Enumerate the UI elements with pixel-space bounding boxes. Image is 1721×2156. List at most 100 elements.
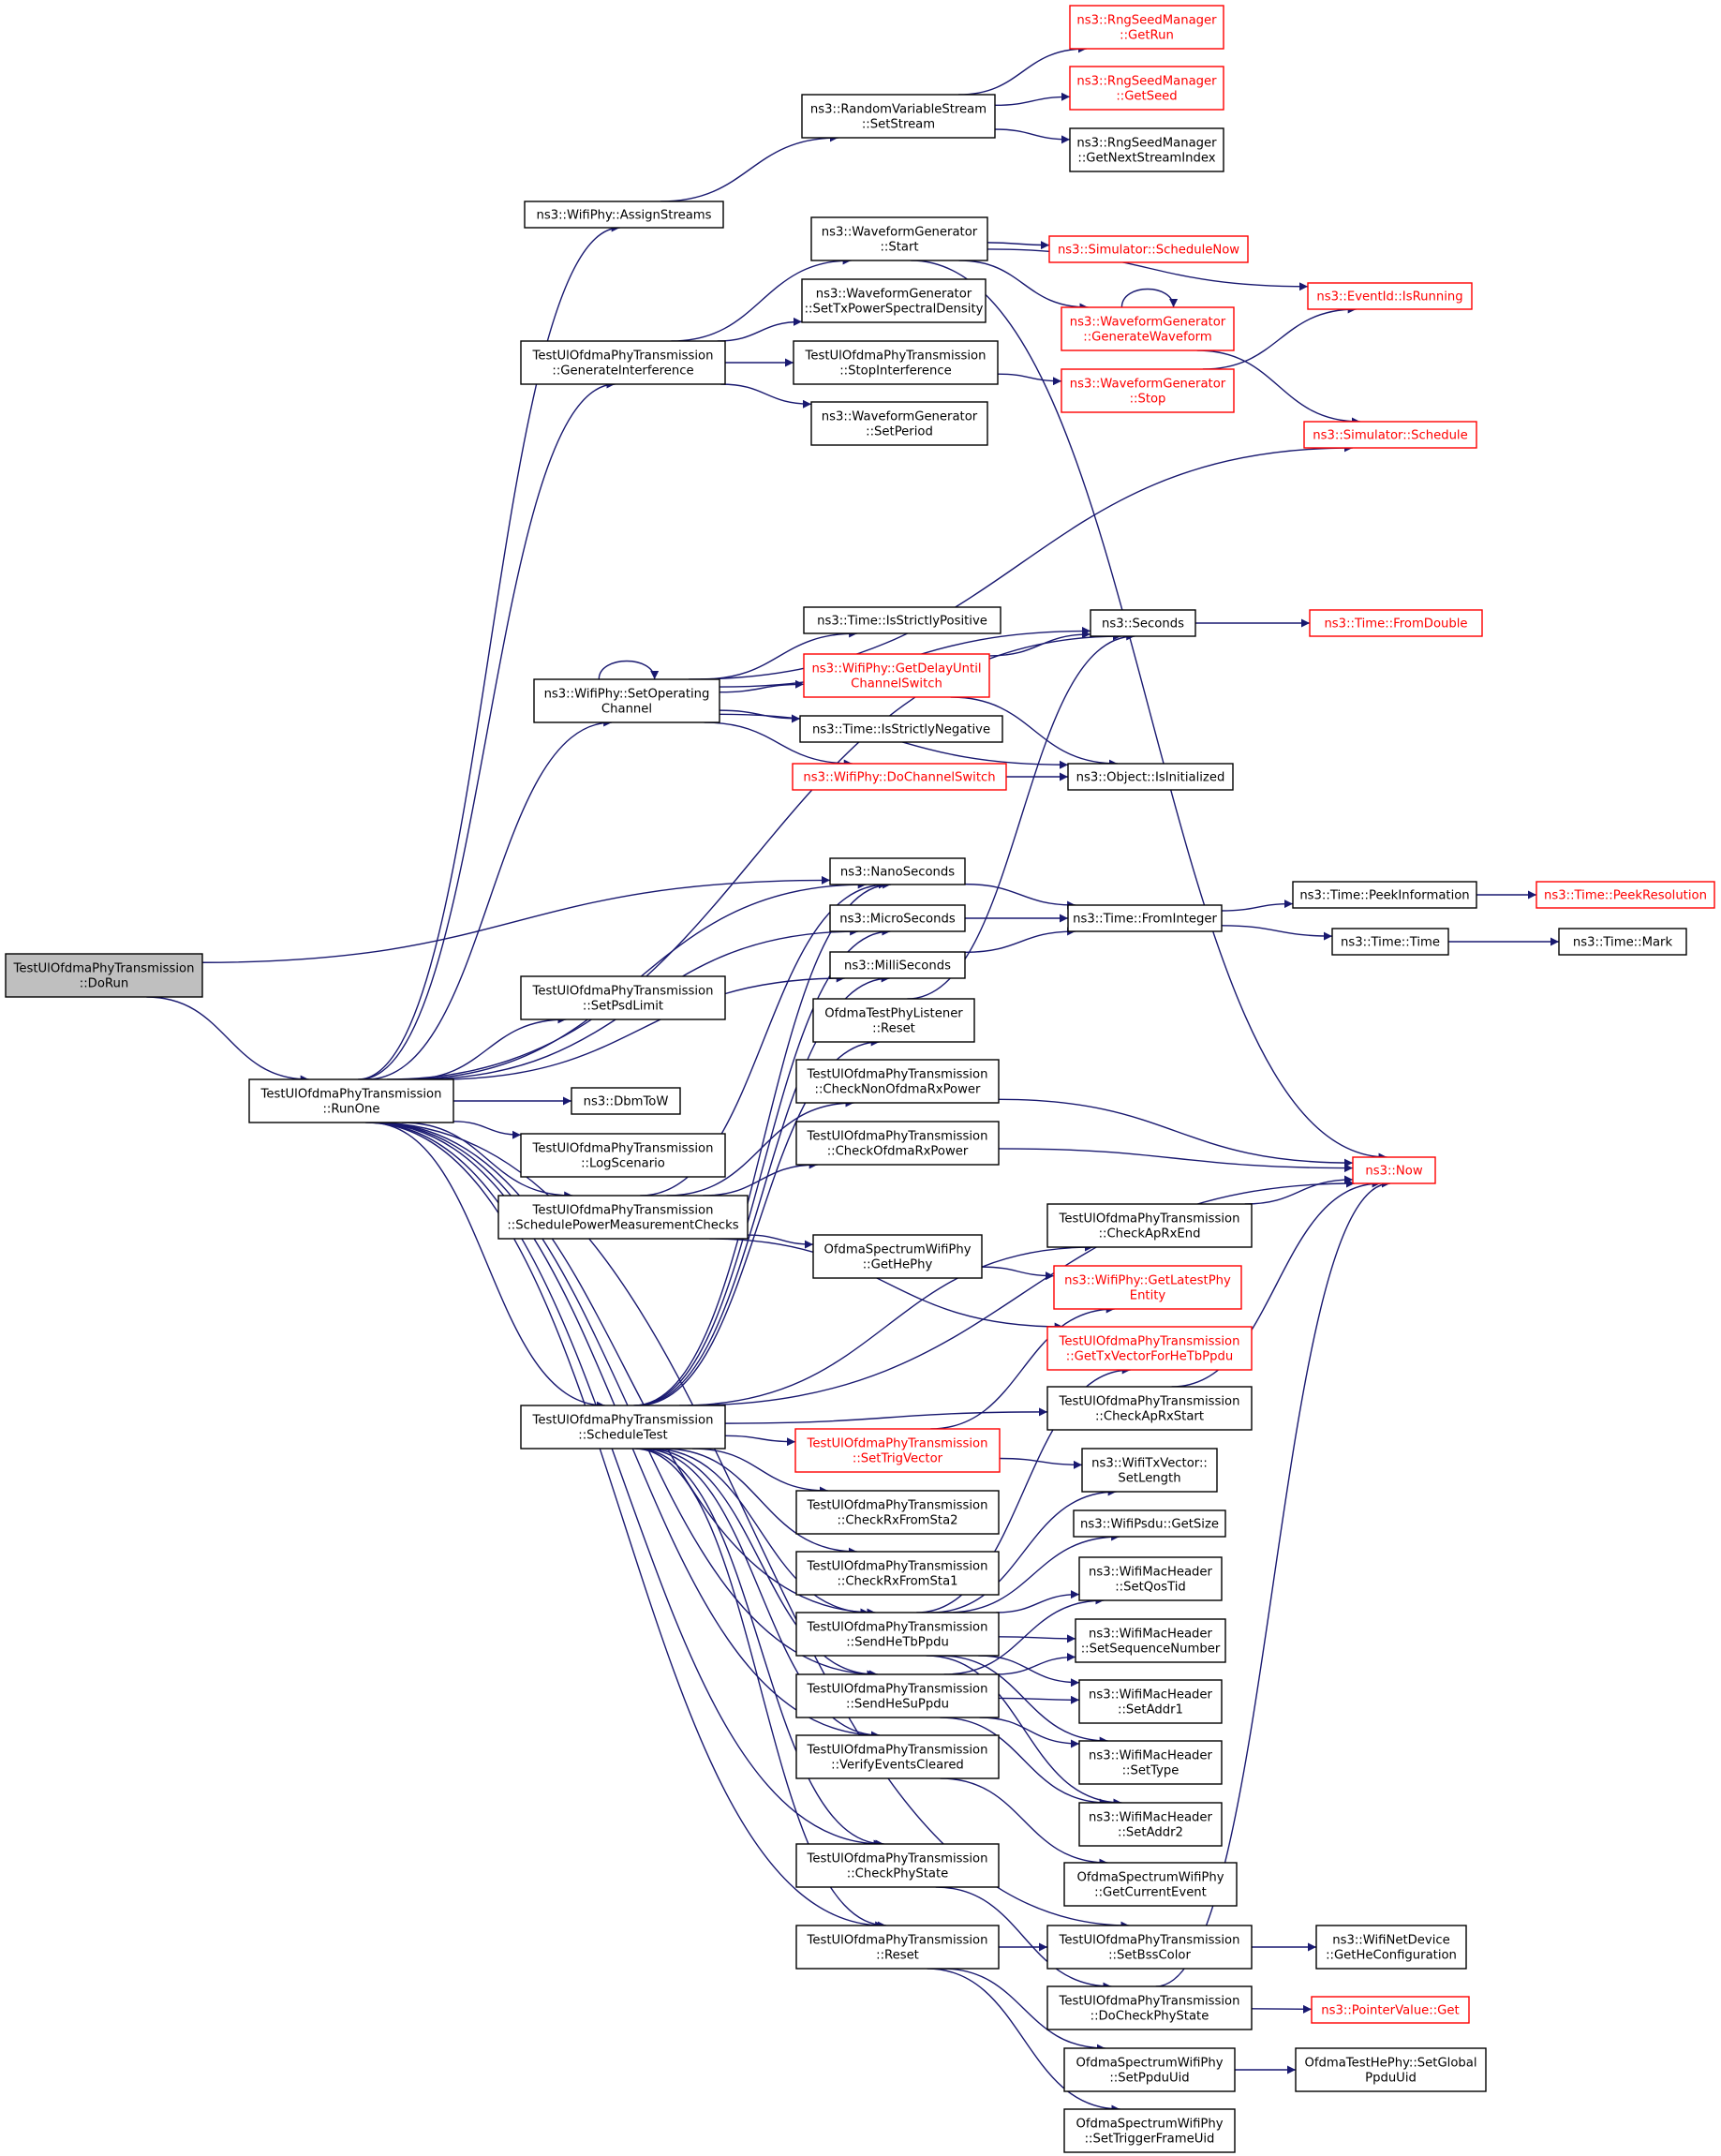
node-chkApRxStart[interactable]: TestUlOfdmaPhyTransmission::CheckApRxSta…: [1046, 1386, 1253, 1431]
node-assignStreams[interactable]: ns3::WifiPhy::AssignStreams: [524, 201, 724, 229]
edge-resetT-setPpdu: [942, 1968, 1105, 2053]
node-ptrGet[interactable]: ns3::PointerValue::Get: [1311, 1996, 1470, 2024]
edge-schedPow-nano: [640, 880, 887, 1197]
node-wgSetTx[interactable]: ns3::WaveformGenerator::SetTxPowerSpectr…: [801, 278, 987, 323]
node-isStrictPos[interactable]: ns3::Time::IsStrictlyPositive: [803, 606, 1001, 634]
node-setTrig[interactable]: TestUlOfdmaPhyTransmission::SetTrigVecto…: [794, 1428, 1001, 1473]
node-schedTest[interactable]: TestUlOfdmaPhyTransmission::ScheduleTest: [520, 1405, 726, 1450]
node-label: TestUlOfdmaPhyTransmission: [1059, 1212, 1240, 1227]
node-getCurEvt[interactable]: OfdmaSpectrumWifiPhy::GetCurrentEvent: [1063, 1862, 1238, 1907]
node-box: [520, 340, 726, 385]
node-getTxVec[interactable]: TestUlOfdmaPhyTransmission::GetTxVectorF…: [1046, 1326, 1253, 1371]
node-listReset[interactable]: OfdmaTestPhyListener::Reset: [812, 998, 975, 1043]
node-label: ns3::Now: [1365, 1165, 1422, 1179]
node-fromDouble[interactable]: ns3::Time::FromDouble: [1309, 609, 1483, 637]
node-isInit[interactable]: ns3::Object::IsInitialized: [1067, 763, 1234, 791]
node-timeTime[interactable]: ns3::Time::Time: [1331, 928, 1449, 956]
node-sendTb[interactable]: TestUlOfdmaPhyTransmission::SendHeTbPpdu: [795, 1612, 1000, 1657]
node-chkSta2[interactable]: TestUlOfdmaPhyTransmission::CheckRxFromS…: [795, 1490, 1000, 1535]
node-getRun[interactable]: ns3::RngSeedManager::GetRun: [1069, 5, 1224, 50]
node-setAddr1[interactable]: ns3::WifiMacHeader::SetAddr1: [1078, 1679, 1223, 1724]
node-isRunning[interactable]: ns3::EventId::IsRunning: [1307, 282, 1473, 310]
node-dbm[interactable]: ns3::DbmToW: [571, 1087, 681, 1115]
node-label: ns3::WifiPhy::GetLatestPhy: [1064, 1274, 1231, 1288]
node-genInterf[interactable]: TestUlOfdmaPhyTransmission::GenerateInte…: [520, 340, 726, 385]
node-verify[interactable]: TestUlOfdmaPhyTransmission::VerifyEvents…: [795, 1734, 1000, 1779]
node-schedNow[interactable]: ns3::Simulator::ScheduleNow: [1048, 235, 1249, 263]
node-now[interactable]: ns3::Now: [1352, 1156, 1436, 1184]
node-setStream[interactable]: ns3::RandomVariableStream::SetStream: [801, 94, 996, 139]
node-chkPhyState[interactable]: TestUlOfdmaPhyTransmission::CheckPhyStat…: [795, 1843, 1000, 1888]
node-doChkPhy[interactable]: TestUlOfdmaPhyTransmission::DoCheckPhySt…: [1046, 1985, 1253, 2030]
node-setBss[interactable]: TestUlOfdmaPhyTransmission::SetBssColor: [1046, 1925, 1253, 1970]
node-wgStart[interactable]: ns3::WaveformGenerator::Start: [810, 216, 988, 261]
node-milli[interactable]: ns3::MilliSeconds: [829, 951, 966, 979]
node-setQos[interactable]: ns3::WifiMacHeader::SetQosTid: [1078, 1556, 1223, 1601]
edge-sendSu-setSeq: [996, 1652, 1076, 1675]
node-label: ::SetPeriod: [866, 425, 933, 439]
node-setPsd[interactable]: TestUlOfdmaPhyTransmission::SetPsdLimit: [520, 975, 726, 1020]
node-label: OfdmaSpectrumWifiPhy: [1076, 1871, 1224, 1885]
node-chkApRxEnd[interactable]: TestUlOfdmaPhyTransmission::CheckApRxEnd: [1046, 1203, 1253, 1248]
node-setLength[interactable]: ns3::WifiTxVector::SetLength: [1081, 1448, 1218, 1493]
node-logScen[interactable]: TestUlOfdmaPhyTransmission::LogScenario: [520, 1133, 726, 1178]
node-runOne[interactable]: TestUlOfdmaPhyTransmission::RunOne: [248, 1078, 454, 1123]
node-label: ns3::Simulator::Schedule: [1313, 429, 1467, 443]
node-chkSta1[interactable]: TestUlOfdmaPhyTransmission::CheckRxFromS…: [795, 1551, 1000, 1596]
node-sendSu[interactable]: TestUlOfdmaPhyTransmission::SendHeSuPpdu: [795, 1673, 1000, 1718]
node-timeMark[interactable]: ns3::Time::Mark: [1558, 928, 1687, 956]
node-peekInfo[interactable]: ns3::Time::PeekInformation: [1292, 881, 1477, 909]
node-label: TestUlOfdmaPhyTransmission: [807, 1683, 988, 1697]
node-schedPow[interactable]: TestUlOfdmaPhyTransmission::SchedulePowe…: [497, 1195, 749, 1240]
node-label: ns3::WifiMacHeader: [1089, 1811, 1213, 1825]
node-box: [1352, 1156, 1436, 1184]
node-label: ns3::WaveformGenerator: [1070, 316, 1226, 330]
node-setPpdu[interactable]: OfdmaSpectrumWifiPhy::SetPpduUid: [1063, 2047, 1236, 2092]
node-box: [1090, 609, 1196, 637]
node-setAddr2[interactable]: ns3::WifiMacHeader::SetAddr2: [1078, 1802, 1223, 1847]
node-getNextStream[interactable]: ns3::RngSeedManager::GetNextStreamIndex: [1069, 127, 1224, 172]
node-label: ns3::WifiNetDevice: [1332, 1934, 1449, 1948]
node-stopInterf[interactable]: TestUlOfdmaPhyTransmission::StopInterfer…: [793, 340, 999, 385]
node-micro[interactable]: ns3::MicroSeconds: [829, 904, 966, 932]
node-setTrigUid[interactable]: OfdmaSpectrumWifiPhy::SetTriggerFrameUid: [1063, 2108, 1236, 2153]
node-getSeed[interactable]: ns3::RngSeedManager::GetSeed: [1069, 66, 1224, 111]
edge-assignStreams-setStream: [660, 133, 838, 202]
node-chkNonOfdma[interactable]: TestUlOfdmaPhyTransmission::CheckNonOfdm…: [795, 1059, 1000, 1104]
node-getHeConf[interactable]: ns3::WifiNetDevice::GetHeConfiguration: [1315, 1925, 1467, 1970]
edge-sendTb-setLength: [930, 1487, 1117, 1613]
node-schedule[interactable]: ns3::Simulator::Schedule: [1303, 421, 1477, 449]
node-wgStop[interactable]: ns3::WaveformGenerator::Stop: [1061, 368, 1235, 413]
edge-doRun-nano: [201, 875, 831, 963]
node-getHePhy[interactable]: OfdmaSpectrumWifiPhy::GetHePhy: [812, 1234, 983, 1279]
node-label: ::SetType: [1122, 1764, 1179, 1778]
node-seconds[interactable]: ns3::Seconds: [1090, 609, 1196, 637]
node-wgGenWave[interactable]: ns3::WaveformGenerator::GenerateWaveform: [1061, 306, 1235, 351]
node-isStrictNeg[interactable]: ns3::Time::IsStrictlyNegative: [799, 715, 1003, 743]
node-label: ::CheckRxFromSta1: [837, 1575, 957, 1589]
node-setType[interactable]: ns3::WifiMacHeader::SetType: [1078, 1740, 1223, 1785]
node-doRun[interactable]: TestUlOfdmaPhyTransmission::DoRun: [5, 953, 203, 998]
node-fromInt[interactable]: ns3::Time::FromInteger: [1067, 904, 1223, 932]
node-chkOfdma[interactable]: TestUlOfdmaPhyTransmission::CheckOfdmaRx…: [795, 1121, 1000, 1166]
node-box: [497, 1195, 749, 1240]
node-getSize[interactable]: ns3::WifiPsdu::GetSize: [1073, 1509, 1226, 1538]
node-doChanSwitch[interactable]: ns3::WifiPhy::DoChannelSwitch: [792, 763, 1007, 791]
node-label: ns3::RngSeedManager: [1076, 14, 1217, 28]
node-nano[interactable]: ns3::NanoSeconds: [829, 857, 966, 885]
node-peekRes[interactable]: ns3::Time::PeekResolution: [1536, 881, 1715, 909]
node-label: ::GetHePhy: [863, 1258, 933, 1272]
node-wgSetPeriod[interactable]: ns3::WaveformGenerator::SetPeriod: [810, 401, 988, 446]
node-label: ns3::WifiPsdu::GetSize: [1080, 1518, 1219, 1532]
node-label: ::Reset: [876, 1949, 919, 1963]
node-resetT[interactable]: TestUlOfdmaPhyTransmission::Reset: [795, 1925, 1000, 1970]
node-label: ::Start: [880, 241, 918, 255]
node-setSeq[interactable]: ns3::WifiMacHeader::SetSequenceNumber: [1075, 1618, 1226, 1663]
edge-sendTb-getTxVec: [916, 1365, 1131, 1613]
node-box: [795, 1551, 1000, 1596]
node-label: OfdmaSpectrumWifiPhy: [1076, 2057, 1223, 2071]
